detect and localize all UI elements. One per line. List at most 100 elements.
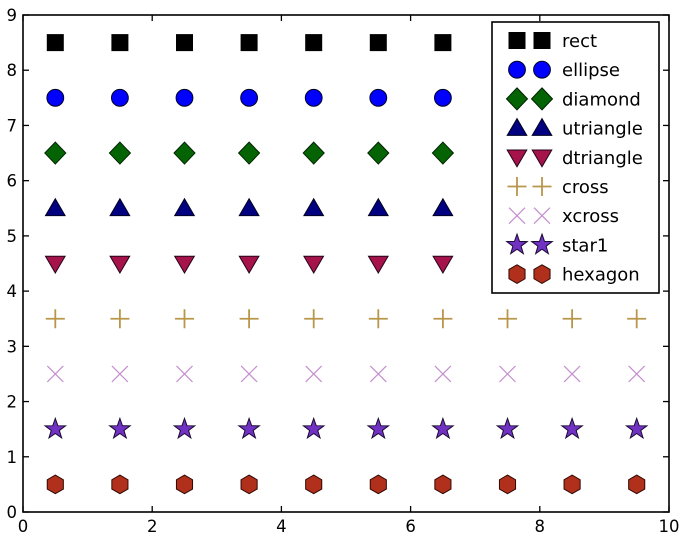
marker-utriangle <box>303 197 325 217</box>
marker-dtriangle <box>44 255 66 274</box>
marker-cross <box>175 309 194 329</box>
marker-star1 <box>560 416 584 440</box>
marker-rect <box>111 34 129 52</box>
marker-hexagon <box>111 474 129 495</box>
marker-utriangle <box>173 197 196 217</box>
y-tick-label: 5 <box>7 227 18 246</box>
marker-xcross <box>46 365 64 383</box>
y-tick-label: 6 <box>7 172 18 191</box>
legend-marker-rect <box>533 32 551 49</box>
marker-xcross <box>369 365 387 383</box>
marker-utriangle <box>109 197 131 217</box>
marker-xcross <box>434 365 452 383</box>
marker-ellipse <box>369 88 388 107</box>
x-tick-labels: 0 2 4 6 8 10 <box>18 517 680 536</box>
x-tick-label: 8 <box>535 517 546 536</box>
marker-xcross <box>628 365 646 383</box>
legend-marker-cross <box>507 177 527 196</box>
legend-label-rect: rect <box>562 31 597 52</box>
legend-marker-utriangle <box>531 117 553 136</box>
series-cross <box>45 309 647 329</box>
legend-marker-ellipse <box>508 60 526 79</box>
legend-marker-dtriangle <box>506 149 528 168</box>
axis-ticks <box>22 14 670 513</box>
legend-label-star1: star1 <box>562 235 608 256</box>
marker-diamond <box>367 141 390 165</box>
legend-entry-cross: cross <box>507 177 609 198</box>
marker-cross <box>45 309 65 329</box>
x-tick-label: 0 <box>18 517 29 536</box>
y-tick-label: 7 <box>7 116 18 135</box>
legend-marker-dtriangle <box>531 149 553 168</box>
marker-utriangle <box>44 197 66 217</box>
marker-diamond <box>173 141 196 165</box>
marker-diamond <box>44 141 67 165</box>
marker-star1 <box>108 416 132 440</box>
marker-cross <box>562 309 582 329</box>
marker-diamond <box>302 141 325 165</box>
legend-label-dtriangle: dtriangle <box>562 148 643 169</box>
legend-entry-rect: rect <box>508 31 597 52</box>
marker-dtriangle <box>109 255 131 274</box>
marker-cross <box>110 309 130 329</box>
marker-dtriangle <box>238 255 260 274</box>
marker-diamond <box>108 141 132 165</box>
marker-utriangle <box>367 197 389 217</box>
marker-xcross <box>240 365 258 383</box>
series-hexagon <box>46 474 646 495</box>
marker-ellipse <box>240 88 259 107</box>
legend: rect ellipse diamond utriangle dtriangle cros… <box>491 21 660 294</box>
legend-label-diamond: diamond <box>562 89 641 110</box>
marker-rect <box>369 34 387 52</box>
series-ellipse <box>46 88 646 107</box>
series-star1 <box>43 416 649 440</box>
marker-xcross <box>111 365 129 383</box>
marker-cross <box>304 309 324 329</box>
marker-ellipse <box>304 88 323 107</box>
axes-frame <box>22 14 670 513</box>
series-xcross <box>46 365 646 383</box>
marker-cross <box>368 309 388 329</box>
marker-diamond <box>237 141 261 165</box>
x-tick-label: 6 <box>405 517 416 536</box>
marker-hexagon <box>369 474 387 495</box>
marker-ellipse <box>175 88 194 107</box>
marker-cross <box>627 309 647 329</box>
marker-utriangle <box>432 197 454 217</box>
y-tick-label: 9 <box>7 6 18 25</box>
marker-rect <box>176 34 193 52</box>
legend-label-ellipse: ellipse <box>562 60 620 81</box>
marker-hexagon <box>434 474 452 495</box>
y-tick-label: 2 <box>7 393 18 412</box>
x-tick-label: 10 <box>659 517 680 536</box>
marker-rect <box>305 34 323 52</box>
legend-entry-diamond: diamond <box>505 87 641 111</box>
legend-marker-hexagon <box>508 264 526 284</box>
marker-hexagon <box>563 474 581 495</box>
marker-hexagon <box>628 474 646 495</box>
x-tick-label: 4 <box>276 517 287 536</box>
legend-entry-hexagon: hexagon <box>508 264 640 286</box>
x-tick-label: 2 <box>147 517 158 536</box>
marker-xcross <box>499 365 516 383</box>
marker-star1 <box>495 416 520 440</box>
marker-diamond <box>431 141 455 165</box>
marker-ellipse <box>111 88 129 107</box>
marker-cross <box>498 309 517 329</box>
y-tick-label: 1 <box>7 448 18 467</box>
marker-star1 <box>43 416 68 440</box>
y-tick-label: 4 <box>7 282 18 301</box>
legend-marker-xcross <box>533 207 551 225</box>
marker-star1 <box>431 416 455 440</box>
legend-marker-xcross <box>508 207 526 225</box>
legend-label-utriangle: utriangle <box>562 119 643 140</box>
marker-rect <box>434 34 452 52</box>
legend-entry-utriangle: utriangle <box>506 117 643 140</box>
legend-entry-ellipse: ellipse <box>508 60 620 81</box>
legend-marker-diamond <box>530 87 554 111</box>
marker-cross <box>239 309 259 329</box>
marker-xcross <box>305 365 323 383</box>
